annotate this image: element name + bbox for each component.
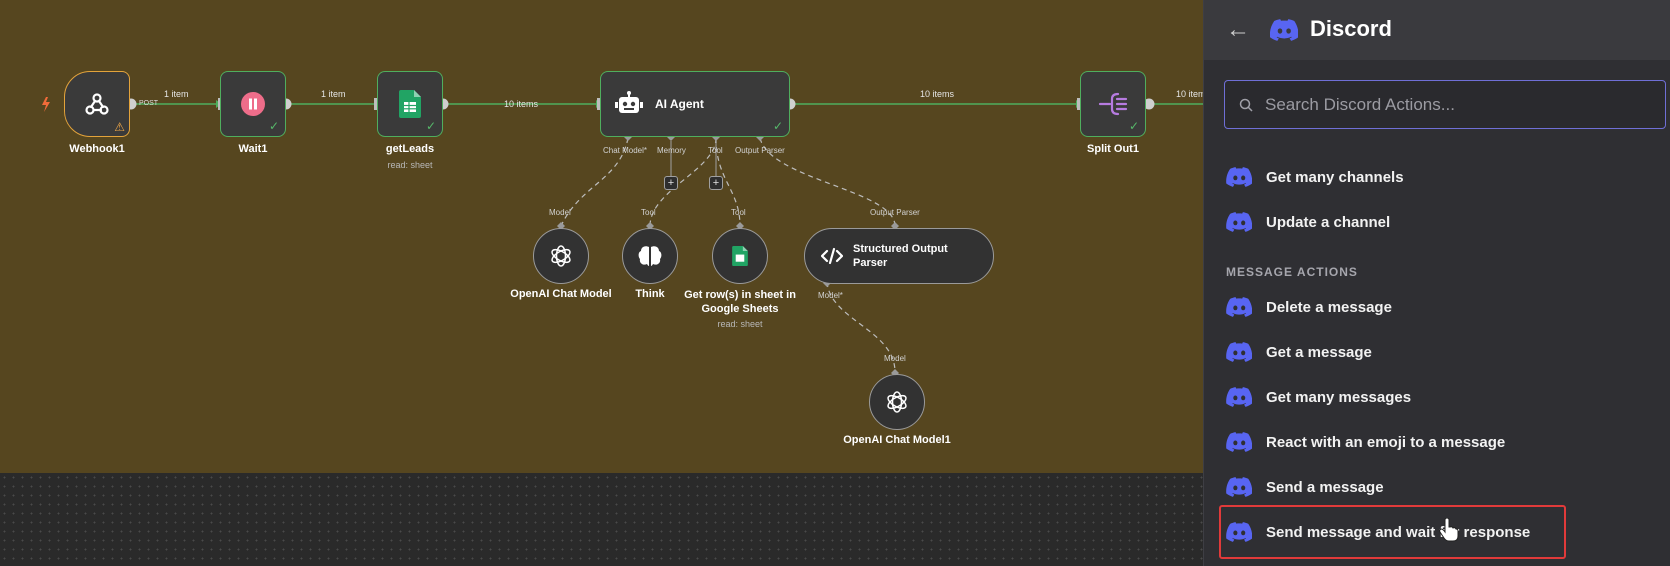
edge-agent-think bbox=[649, 137, 717, 227]
node-label: OpenAI Chat Model bbox=[510, 288, 612, 300]
port-label-chat-model: Chat Model* bbox=[603, 146, 648, 155]
panel-header: ← Discord bbox=[1204, 0, 1670, 60]
split-out-node[interactable]: ✓ bbox=[1080, 71, 1146, 137]
node-label: Split Out1 bbox=[1087, 143, 1139, 155]
action-item-send-message[interactable]: Send a message bbox=[1220, 467, 1660, 507]
canvas-dot-grid bbox=[0, 473, 1205, 566]
edge-label: 10 items bbox=[1176, 89, 1205, 99]
code-icon bbox=[821, 247, 843, 265]
port-label-model: Model bbox=[549, 208, 571, 217]
ai-agent-node[interactable]: AI Agent ✓ bbox=[600, 71, 790, 137]
getleads-node[interactable]: ✓ bbox=[377, 71, 443, 137]
success-check-icon: ✓ bbox=[425, 119, 436, 133]
add-tool-button[interactable]: + bbox=[709, 176, 723, 190]
action-label: Get many channels bbox=[1266, 168, 1404, 186]
action-item-get-many-channels[interactable]: Get many channels bbox=[1220, 157, 1660, 197]
node-label: getLeads bbox=[385, 143, 435, 155]
webhook-node[interactable]: ⚠ bbox=[64, 71, 130, 137]
get-rows-node[interactable] bbox=[712, 228, 768, 284]
section-header-message-actions: MESSAGE ACTIONS bbox=[1226, 265, 1358, 279]
action-label: Get a message bbox=[1266, 343, 1372, 361]
panel-title: Discord bbox=[1310, 16, 1392, 41]
wait-node[interactable]: ✓ bbox=[220, 71, 286, 137]
hand-pointer-icon bbox=[1439, 518, 1459, 542]
port-label-model: Model* bbox=[818, 291, 843, 300]
action-label: Update a channel bbox=[1266, 213, 1391, 231]
edge-agent-chatmodel bbox=[560, 137, 629, 227]
brain-icon bbox=[638, 246, 662, 266]
openai-chat-model-node[interactable] bbox=[533, 228, 589, 284]
edge-agent-getrows bbox=[715, 137, 741, 227]
discord-icon bbox=[1226, 477, 1252, 497]
structured-output-parser-node[interactable]: Structured Output Parser bbox=[804, 228, 994, 284]
node-label: OpenAI Chat Model1 bbox=[843, 434, 951, 446]
port-label-output-parser: Output Parser bbox=[735, 146, 785, 155]
node-subtitle: read: sheet bbox=[717, 319, 763, 329]
webhook-icon bbox=[85, 93, 109, 115]
openai-icon bbox=[887, 391, 907, 413]
success-check-icon: ✓ bbox=[268, 119, 279, 133]
warning-icon: ⚠ bbox=[114, 120, 125, 134]
split-out-icon bbox=[1098, 92, 1128, 116]
discord-icon bbox=[1226, 522, 1252, 542]
success-check-icon: ✓ bbox=[1128, 119, 1139, 133]
action-item-update-channel[interactable]: Update a channel bbox=[1220, 202, 1660, 242]
edge-label: 1 item bbox=[321, 89, 346, 99]
port-label-tool: Tool bbox=[641, 208, 656, 217]
port-label-tool: Tool bbox=[731, 208, 746, 217]
discord-icon bbox=[1226, 432, 1252, 452]
success-check-icon: ✓ bbox=[772, 119, 783, 133]
google-sheets-icon bbox=[732, 246, 748, 266]
pause-icon bbox=[241, 92, 265, 116]
port-label-model: Model bbox=[884, 354, 906, 363]
port-label-memory: Memory bbox=[657, 146, 686, 155]
discord-icon bbox=[1226, 342, 1252, 362]
edge-label: 1 item bbox=[164, 89, 189, 99]
google-sheets-icon bbox=[399, 90, 421, 118]
webhook-method-badge: POST bbox=[139, 100, 159, 107]
port-label-output-parser: Output Parser bbox=[870, 208, 920, 217]
discord-icon bbox=[1226, 387, 1252, 407]
search-box[interactable] bbox=[1224, 80, 1666, 129]
action-label: Send a message bbox=[1266, 478, 1384, 496]
discord-icon bbox=[1226, 212, 1252, 232]
node-subtitle: read: sheet bbox=[387, 160, 433, 170]
workflow-canvas[interactable]: 1 item POST 1 item 10 items 10 items 10 … bbox=[0, 0, 1205, 566]
think-node[interactable] bbox=[622, 228, 678, 284]
discord-icon bbox=[1270, 19, 1298, 41]
node-label: AI Agent bbox=[655, 97, 704, 111]
search-icon bbox=[1239, 98, 1253, 112]
node-label: Get row(s) in sheet in Google Sheets bbox=[684, 289, 796, 315]
action-item-get-message[interactable]: Get a message bbox=[1220, 332, 1660, 372]
openai-chat-model1-node[interactable] bbox=[869, 374, 925, 430]
search-input[interactable] bbox=[1265, 94, 1645, 115]
action-item-delete-message[interactable]: Delete a message bbox=[1220, 287, 1660, 327]
action-item-get-many-messages[interactable]: Get many messages bbox=[1220, 377, 1660, 417]
robot-icon bbox=[615, 91, 643, 113]
node-label: Think bbox=[635, 288, 665, 300]
action-item-react-emoji[interactable]: React with an emoji to a message bbox=[1220, 422, 1660, 462]
arrow-left-icon[interactable]: ← bbox=[1226, 16, 1250, 43]
add-memory-button[interactable]: + bbox=[664, 176, 678, 190]
action-label: Send message and wait for response bbox=[1266, 523, 1531, 541]
edge-label: 10 items bbox=[504, 99, 539, 109]
action-item-send-and-wait[interactable]: Send message and wait for response bbox=[1219, 505, 1566, 559]
node-label: Webhook1 bbox=[69, 143, 125, 155]
edge-agent-parser bbox=[759, 137, 896, 227]
edge-label: 10 items bbox=[920, 89, 955, 99]
node-creator-panel: ← Discord Get many channels Update a cha… bbox=[1203, 0, 1670, 566]
discord-icon bbox=[1226, 167, 1252, 187]
port-label-tool: Tool bbox=[708, 146, 723, 155]
action-label: React with an emoji to a message bbox=[1266, 433, 1506, 451]
action-label: Delete a message bbox=[1266, 298, 1392, 316]
edge-parser-model bbox=[826, 281, 896, 373]
discord-icon bbox=[1226, 297, 1252, 317]
openai-icon bbox=[551, 245, 571, 267]
node-label: Structured Output Parser bbox=[853, 243, 948, 269]
action-label: Get many messages bbox=[1266, 388, 1412, 406]
node-label: Wait1 bbox=[238, 143, 268, 155]
